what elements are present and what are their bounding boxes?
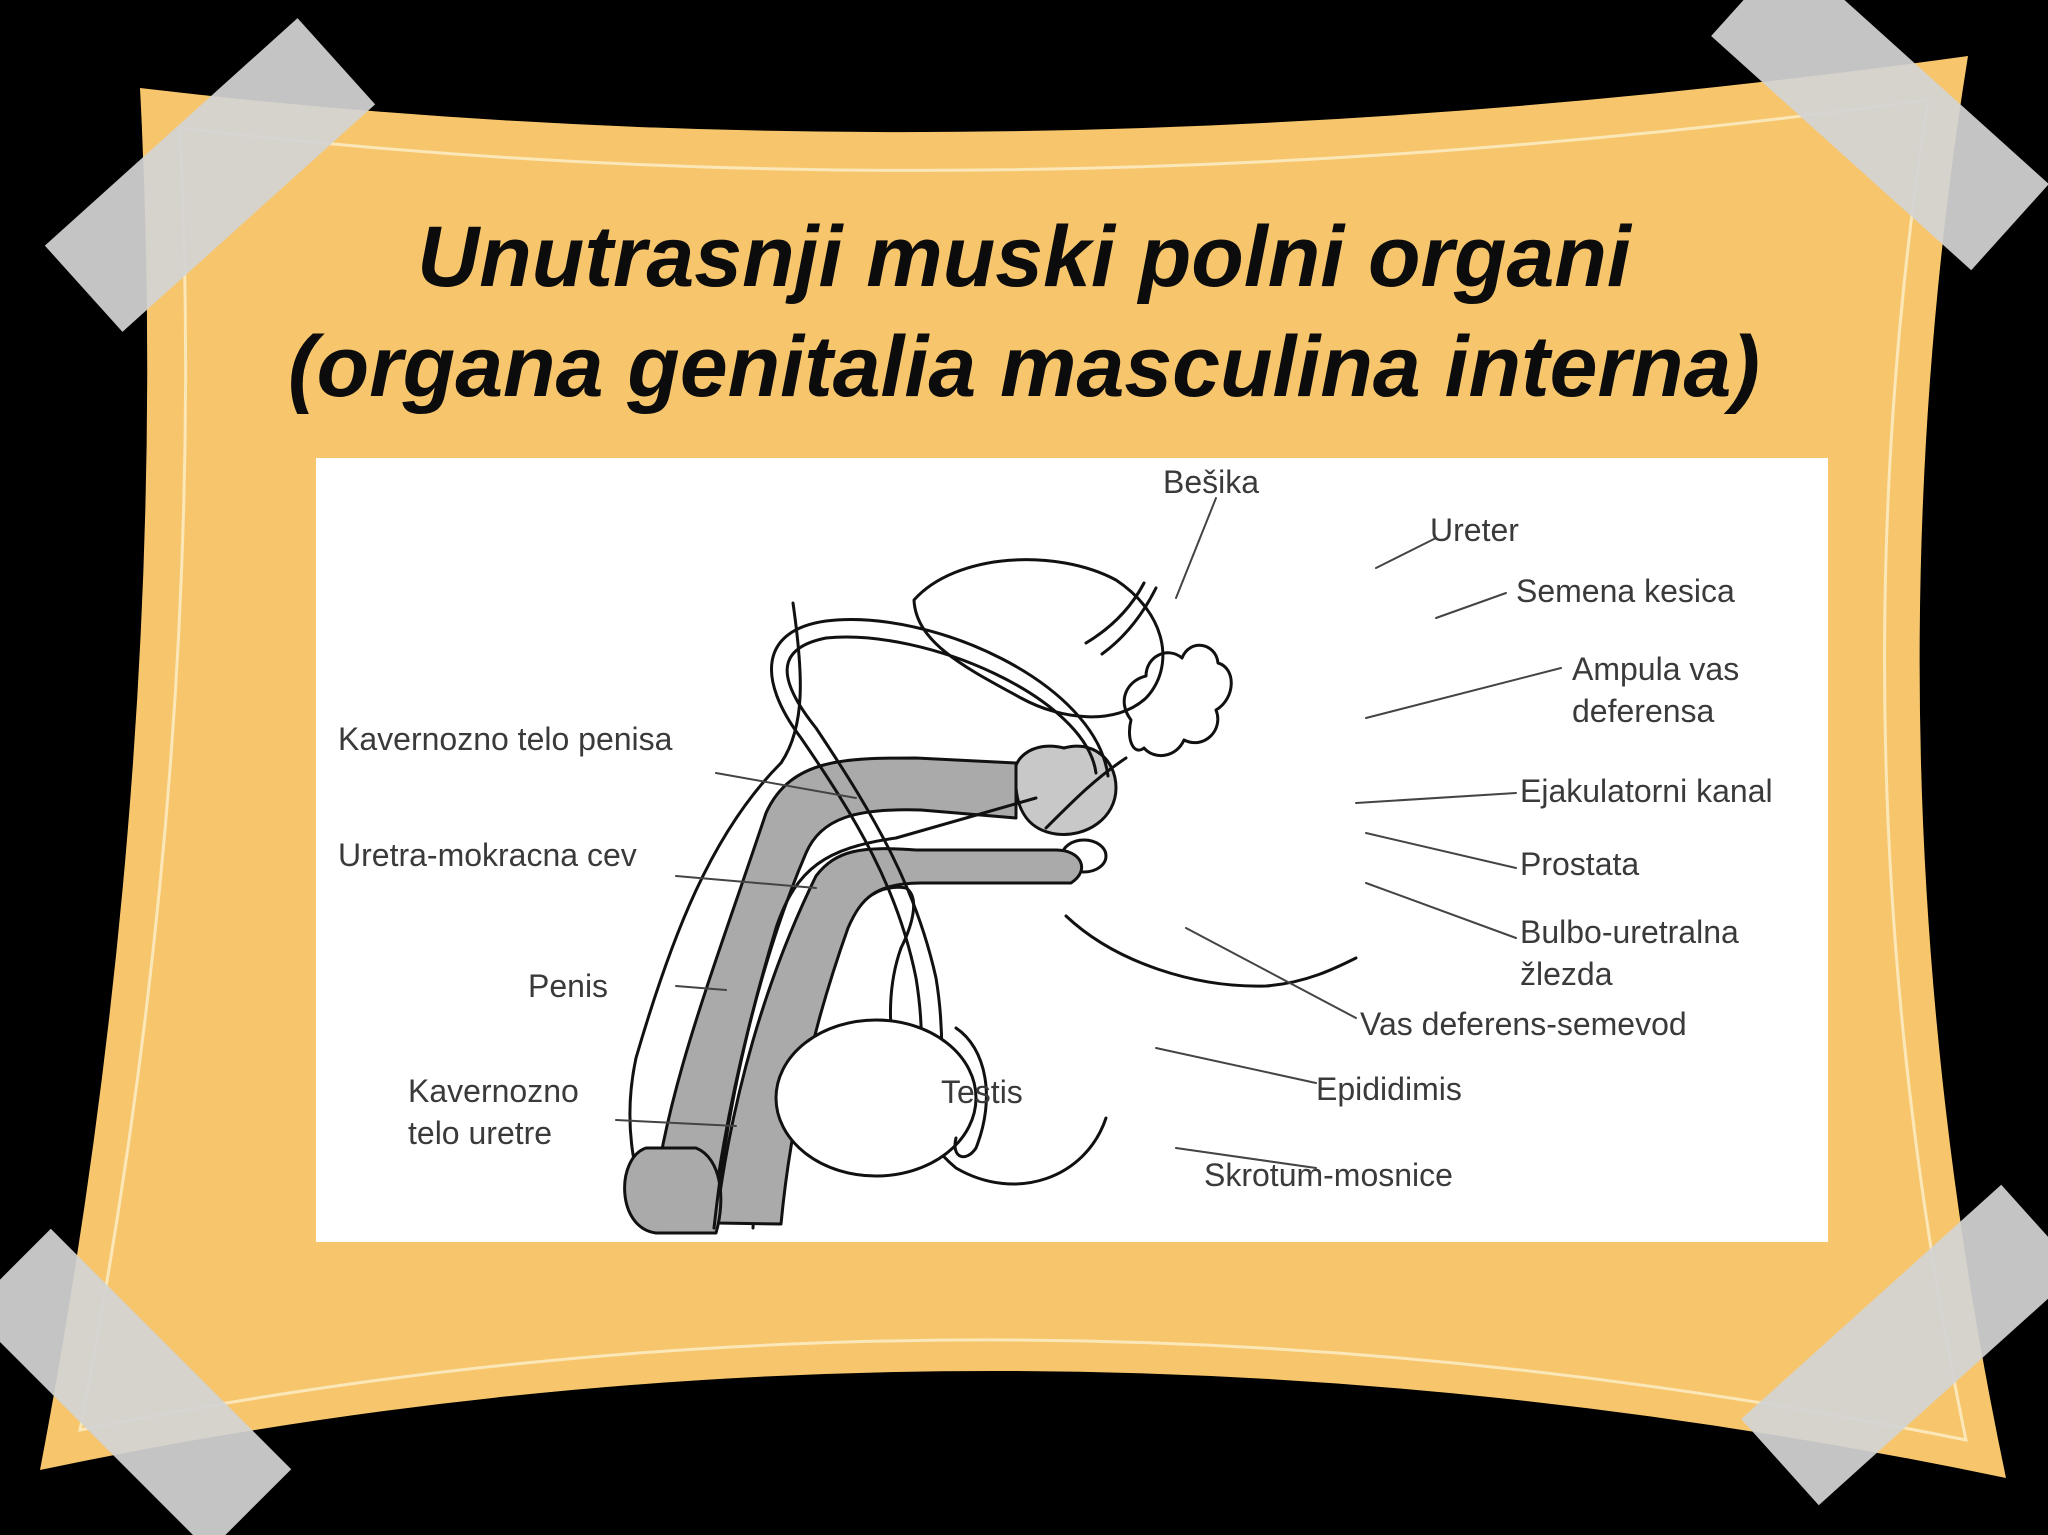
testis [774,1018,978,1178]
vas-deferens [785,635,1098,1130]
label-semena-kesica: Semena kesica [1516,573,1735,609]
glans [623,1146,723,1235]
leader-ejakulatorni [1355,792,1517,804]
tape-top-left [44,18,376,332]
label-vas-deferens: Vas deferens-semevod [1360,1006,1687,1042]
label-ampula-2: deferensa [1572,693,1715,729]
anatomy-diagram: Bešika Ureter Semena kesica Ampula vas d… [338,464,1773,1235]
leader-kavernozno-penis [715,772,857,799]
leader-ureter [1375,537,1437,569]
abdomen-outline [779,601,802,765]
ejaculatory-duct [1044,756,1128,830]
label-epididimis: Epididimis [1316,1071,1462,1107]
label-uretra: Uretra-mokracna cev [338,837,637,873]
label-kavernozno-telo-penisa: Kavernozno telo penisa [338,721,673,757]
tape-bottom-left [0,1228,292,1535]
leader-skrotum [1175,1147,1317,1169]
leader-prostata [1365,832,1517,869]
label-bulbo-1: Bulbo-uretralna [1520,914,1739,950]
paper-inner-border [78,98,1968,1442]
leader-epididimis [1155,1047,1317,1084]
scrotum-outline [889,946,1108,1186]
leader-uretra [675,875,817,889]
vas-deferens-inner [769,618,1110,1130]
tape-bottom-right [1741,1184,2048,1506]
bladder [912,558,1165,719]
leader-ampula [1365,667,1562,719]
seminal-vesicle [1122,643,1233,757]
corpus-spongiosum [714,847,1084,1226]
label-bulbo-2: žlezda [1520,956,1613,992]
ureter [1084,581,1158,656]
leader-vas-deferens [1185,927,1357,1019]
label-penis: Penis [528,968,608,1004]
prostate [1012,744,1118,836]
label-kavernozno-uretre-1: Kavernozno [408,1073,579,1109]
leader-semena [1435,592,1507,619]
slide-title-line-2: (organa genitalia masculina interna) [288,319,1760,415]
urethra [712,796,1038,1230]
label-skrotum: Skrotum-mosnice [1204,1157,1453,1193]
label-testis: Testis [941,1074,1023,1110]
leader-kavernozno-uretre [615,1119,737,1127]
leader-bulbo [1365,882,1517,939]
tape-top-right [1711,0,2048,271]
label-ureter: Ureter [1430,512,1519,548]
leader-penis [675,985,727,991]
epididymis [953,1026,988,1159]
label-ejakulatorni-kanal: Ejakulatorni kanal [1520,773,1773,809]
label-besika: Bešika [1163,464,1259,500]
label-ampula-1: Ampula vas [1572,651,1739,687]
perineum-outline [1064,914,1358,988]
slide-title-line-1: Unutrasnji muski polni organi [417,209,1631,305]
label-prostata: Prostata [1520,846,1639,882]
anatomy-diagram-panel: Bešika Ureter Semena kesica Ampula vas d… [316,458,1828,1242]
label-kavernozno-uretre-2: telo uretre [408,1115,552,1151]
leader-besika [1175,497,1217,599]
